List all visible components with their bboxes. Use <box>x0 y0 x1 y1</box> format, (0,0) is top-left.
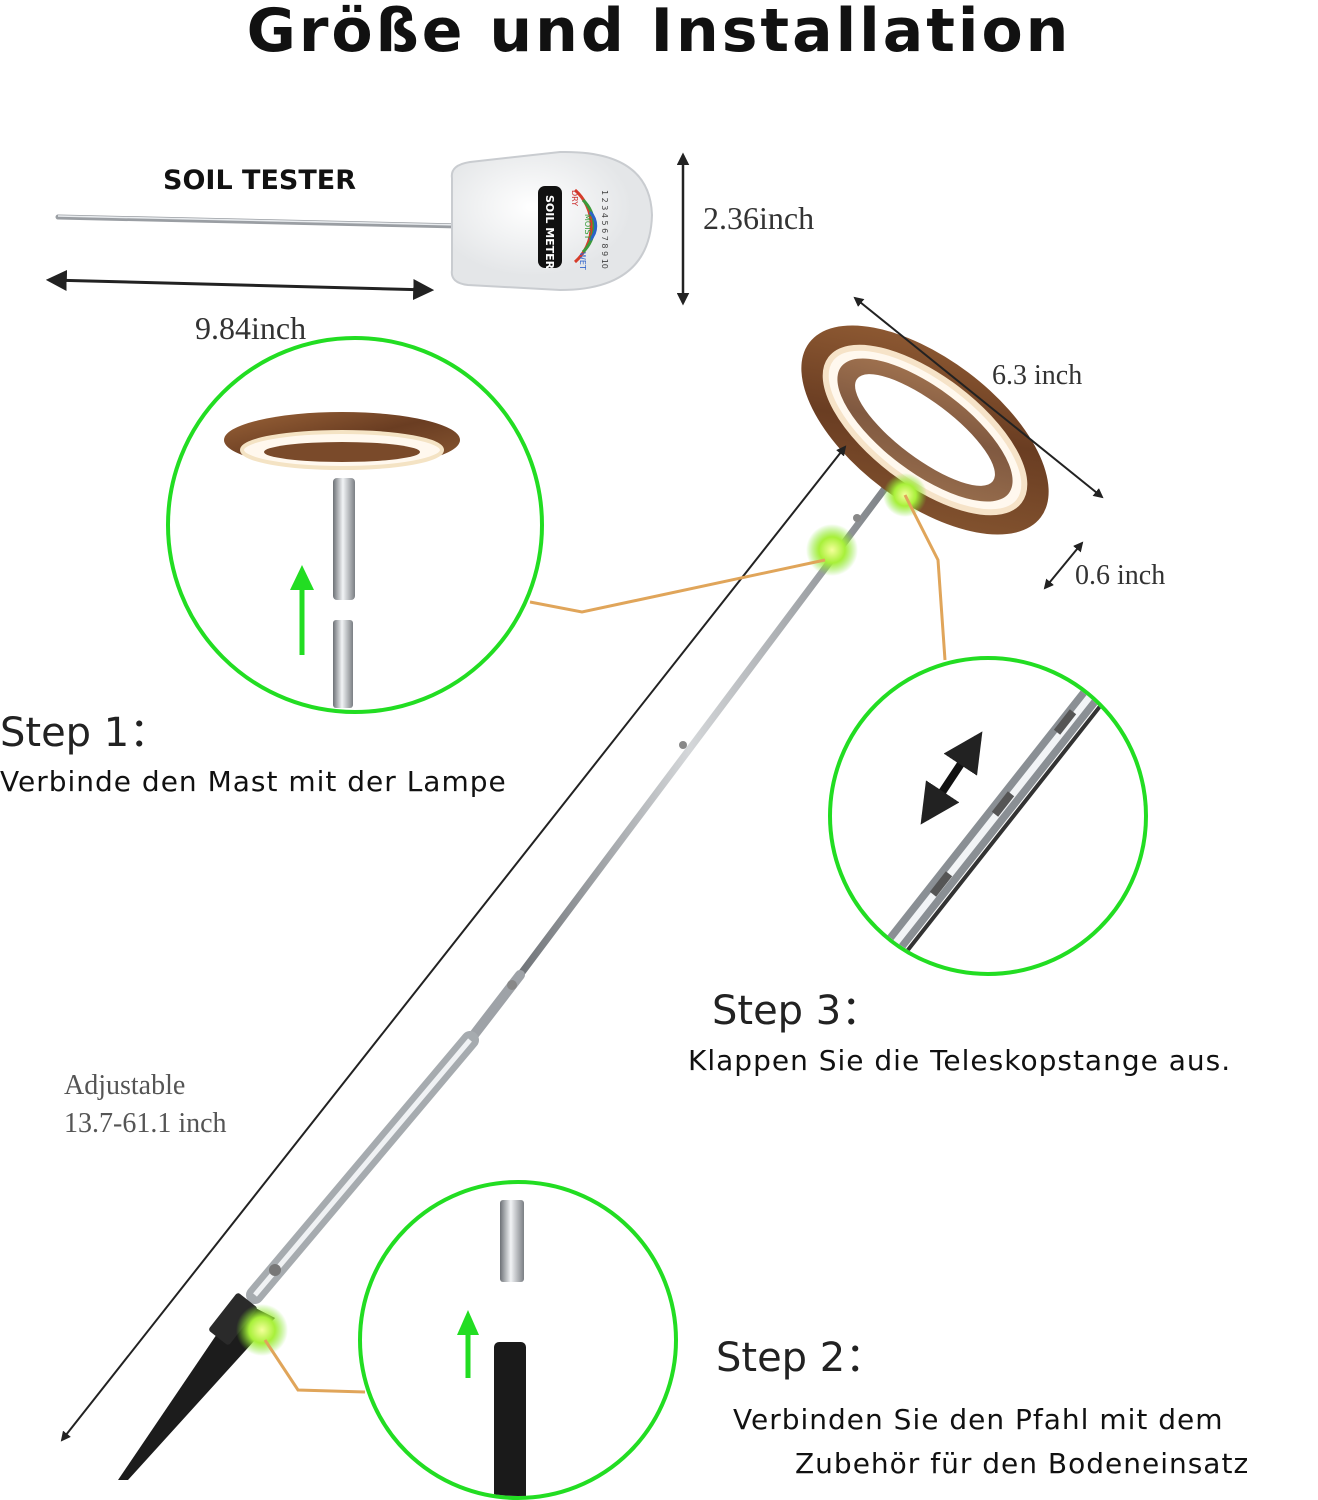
step2-description-line2: Zubehör für den Bodeneinsatz <box>795 1447 1250 1480</box>
lamp-diameter-label: 6.3 inch <box>992 360 1083 391</box>
meter-dry-label: DRY <box>570 190 579 206</box>
detail-circle-step1 <box>166 336 544 714</box>
step3-number: Step 3： <box>712 988 882 1034</box>
step3-description: Klappen Sie die Teleskopstange aus. <box>688 1044 1232 1077</box>
step2-description-line1: Verbinden Sie den Pfahl mit dem <box>733 1403 1224 1436</box>
meter-wet-label: WET <box>578 252 587 270</box>
step1-description: Verbinde den Mast mit der Lampe <box>0 765 507 798</box>
page-title: Größe und Installation <box>246 0 1072 66</box>
adjustable-length-arrow <box>60 445 847 1442</box>
lamp-thickness-arrow <box>1043 541 1084 590</box>
leader-line-step2 <box>263 1339 366 1394</box>
meter-moist-label: MOIST <box>583 214 592 240</box>
joint-glow-step1 <box>806 524 858 576</box>
meter-scale-text: 1 2 3 4 5 6 7 8 9 10 <box>600 190 609 269</box>
meter-brand-label: SOIL METER <box>543 195 556 270</box>
lamp-thickness-label: 0.6 inch <box>1075 560 1166 591</box>
lamp-diameter-arrow <box>853 296 1104 499</box>
detail-circle-step3 <box>828 656 1148 976</box>
detail-circle-step2 <box>358 1180 678 1500</box>
soil-tester-probe <box>55 214 463 229</box>
step2-number: Step 2： <box>716 1335 886 1381</box>
adjustable-label: Adjustable <box>64 1070 186 1101</box>
soil-tester-height-label: 2.36inch <box>703 200 815 236</box>
leader-line-step1 <box>529 558 826 614</box>
soil-tester-length-label: 9.84inch <box>195 310 307 346</box>
joint-glow-stake <box>236 1304 288 1356</box>
leader-line-step3 <box>903 494 947 661</box>
soil-tester-label: SOIL TESTER <box>163 165 357 196</box>
step1-number: Step 1： <box>0 710 170 756</box>
adjustable-range-label: 13.7-61.1 inch <box>64 1108 227 1139</box>
length-dimension-arrow <box>45 269 435 301</box>
soil-meter-body: SOIL METER 1 2 3 4 5 6 7 8 9 10 DRY MOIS… <box>450 150 654 292</box>
